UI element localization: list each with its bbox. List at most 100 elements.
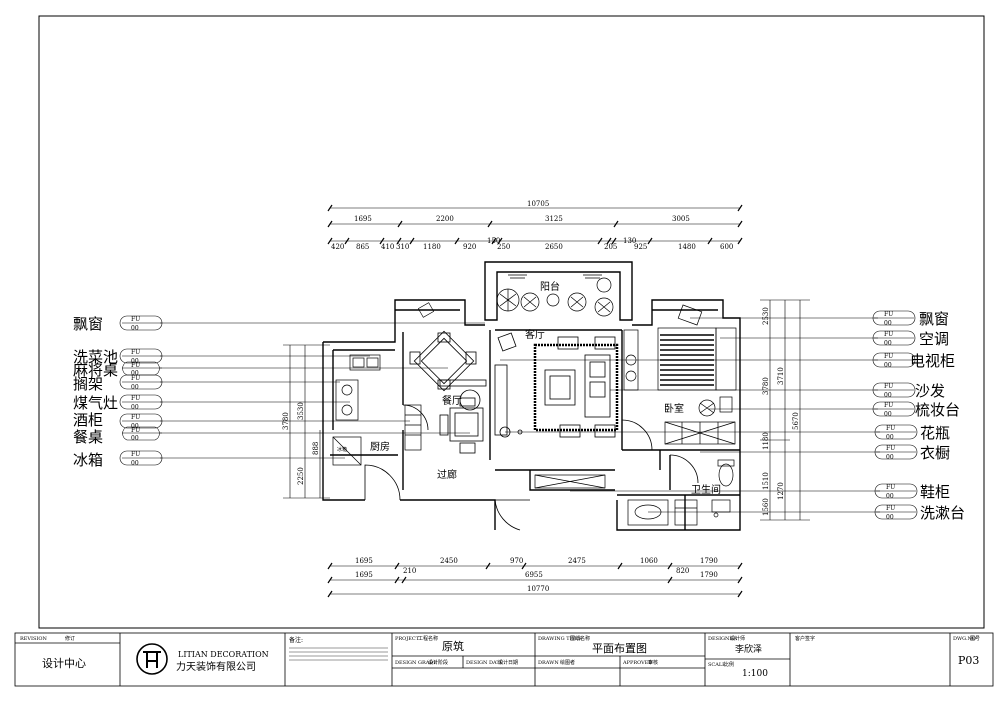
fu-tag-text: FU [131, 349, 140, 356]
grade-tag: DESIGN GRADE [395, 660, 437, 666]
fridge-tag: 冰箱 [337, 446, 347, 453]
bottom-dim: 1695 [355, 571, 373, 579]
top-dim: 3005 [672, 215, 690, 223]
fu-tag-text: FU [131, 362, 140, 369]
scale-tag: SCALE [708, 662, 726, 668]
bay-window-left [417, 302, 435, 318]
right-dim: 1560 [762, 498, 770, 516]
fu-tag-text: FU [884, 402, 893, 409]
project-tag: PROJECT [395, 636, 420, 642]
dwg-tag: DWG.NO [953, 636, 976, 642]
top-dim: 2650 [545, 243, 563, 251]
living-room-furniture [494, 332, 619, 438]
room-label-living: 客厅 [525, 328, 545, 341]
label-bay-window-right: 飘窗 [919, 310, 949, 328]
room-label-bath: 卫生间 [691, 483, 721, 496]
bottom-dim: 1790 [700, 557, 718, 565]
top-dim: 150 [487, 237, 500, 245]
drawing-frame [38, 15, 985, 629]
drawn-sub: 绘图者 [560, 659, 575, 666]
label-vase: 花瓶 [920, 424, 950, 442]
notes-label: 备注: [289, 636, 303, 644]
fu-tag-text: FU [886, 484, 895, 491]
top-dim: 410 [381, 243, 394, 251]
top-dimensions [327, 204, 743, 245]
fu-num-text: 00 [884, 320, 892, 327]
left-leader-lines [160, 322, 485, 459]
top-dim: 310 [396, 243, 409, 251]
shoe-cabinet [534, 474, 606, 489]
label-dining-table: 餐桌 [73, 428, 103, 446]
label-shelf: 搁架 [73, 375, 103, 393]
fu-tag-text: FU [886, 445, 895, 452]
room-label-balcony: 阳台 [540, 280, 560, 293]
label-air-conditioner: 空调 [919, 330, 949, 348]
project-sub: 工程名称 [418, 635, 438, 642]
approved-sub: 审核 [648, 659, 658, 666]
bottom-dim: 1695 [355, 557, 373, 565]
right-dim: 3710 [777, 367, 785, 385]
walls [322, 261, 741, 531]
scale-value: 1:100 [742, 669, 768, 679]
fu-tag-text: FU [131, 451, 140, 458]
room-label-bedroom: 卧室 [664, 402, 684, 415]
fu-tag-text: FU [131, 427, 140, 434]
date-sub: 设计日期 [498, 659, 518, 666]
date-tag: DESIGN DATE [466, 660, 504, 666]
fu-tag-text: FU [131, 414, 140, 421]
top-dim: 865 [356, 243, 369, 251]
company-cn: 力天装饰有限公司 [176, 660, 256, 673]
dept-name: 设计中心 [42, 657, 86, 670]
bottom-dim: 2450 [440, 557, 458, 565]
label-wardrobe: 衣橱 [920, 444, 950, 462]
fu-num-text: 00 [131, 460, 139, 467]
grade-sub: 设计阶段 [428, 659, 448, 666]
fu-num-text: 00 [131, 370, 139, 377]
label-sofa: 沙发 [915, 382, 945, 400]
top-dim: 3125 [545, 215, 563, 223]
drawing-tag: DRAWING TITLE [538, 636, 582, 642]
left-dimensions [283, 344, 330, 499]
fu-tag-text: FU [884, 311, 893, 318]
label-mahjong-table: 麻将桌 [73, 361, 118, 379]
fu-tag-text: FU [884, 383, 893, 390]
top-dim: 1695 [354, 215, 372, 223]
label-fridge: 冰箱 [73, 451, 103, 469]
label-wine-cabinet: 酒柜 [73, 411, 103, 429]
right-dim: 3780 [762, 377, 770, 395]
fu-tag-text: FU [884, 331, 893, 338]
room-label-hall: 过廊 [437, 468, 457, 481]
drawing-title: 平面布置图 [592, 642, 647, 655]
label-wash-basin: 洗漱台 [920, 504, 965, 522]
fu-num-text: 00 [884, 411, 892, 418]
top-dim: 420 [331, 243, 344, 251]
fu-num-text: 00 [886, 454, 894, 461]
left-dim: 2250 [297, 467, 305, 485]
dining-table [409, 330, 477, 392]
room-label-dining: 餐厅 [442, 394, 462, 407]
mahjong-table [439, 379, 487, 454]
fu-tag-text: FU [886, 505, 895, 512]
label-shoe-cabinet: 鞋柜 [920, 483, 950, 501]
fu-num-text: 00 [131, 423, 139, 430]
label-bay-window: 飘窗 [73, 315, 103, 333]
notes-text-lines [289, 647, 388, 661]
top-dim: 250 [497, 243, 510, 251]
client-tag: 客户签字 [795, 635, 815, 642]
right-dim: 2530 [762, 307, 770, 325]
drawn-tag: DRAWN [538, 660, 559, 666]
bottom-dim: 970 [510, 557, 523, 565]
dwg-sub: 图号 [970, 636, 980, 642]
drawing-sub: 图纸名称 [570, 635, 590, 642]
top-dim: 600 [720, 243, 733, 251]
bottom-dim: 210 [403, 567, 416, 575]
kitchen-fixtures [332, 354, 422, 466]
title-block [14, 632, 994, 687]
bottom-dim: 6955 [525, 571, 543, 579]
right-dimensions [760, 299, 810, 521]
left-dim: 3530 [297, 402, 305, 420]
top-dim: 925 [634, 243, 647, 251]
fu-num-text: 00 [884, 340, 892, 347]
fu-num-text: 00 [884, 392, 892, 399]
